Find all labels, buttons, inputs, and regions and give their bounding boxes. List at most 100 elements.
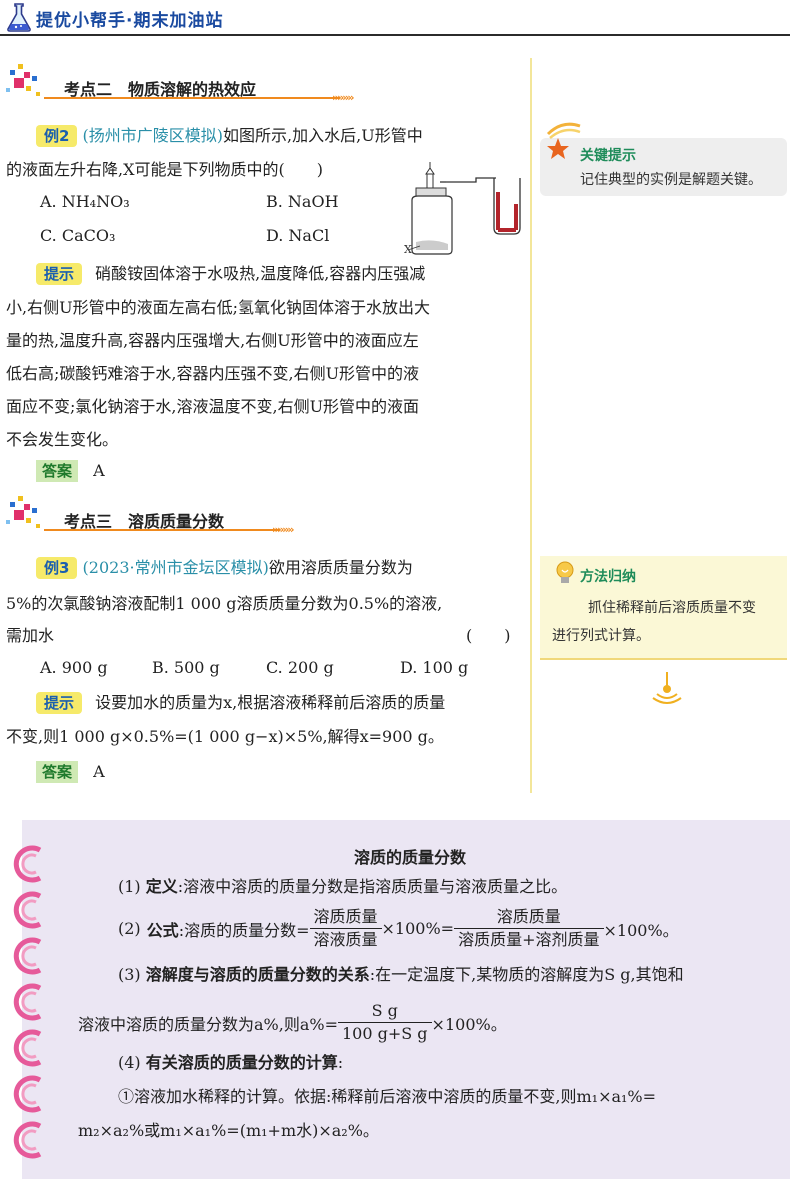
- key-hint-box: 关键提示 记住典型的实例是解题关键。: [540, 122, 787, 196]
- header-divider: [0, 34, 790, 36]
- summary-item1: (1) 定义:溶液中溶质的质量分数是指溶质质量与溶液质量之比。: [118, 874, 567, 900]
- summary-item2-num: (2): [118, 919, 141, 938]
- example2-stem-part2: 的液面左升右降,X可能是下列物质中的( ): [6, 160, 323, 179]
- example3-stem-part3: 需加水: [6, 626, 55, 645]
- figure-x-label: X: [404, 243, 412, 256]
- formula-fraction-2-num: 溶质质量: [454, 906, 604, 929]
- section2-title: 考点二 物质溶解的热效应: [64, 80, 257, 99]
- column-divider: [530, 58, 532, 793]
- pixel-deco-icon: [4, 496, 44, 534]
- summary-item3-suffix: ×100%。: [431, 1014, 507, 1034]
- example3-tag: 例3: [36, 557, 78, 579]
- binder-ring-icon: [6, 1026, 52, 1070]
- summary-item1-text: :溶液中溶质的质量分数是指溶质质量与溶液质量之比。: [177, 877, 568, 896]
- summary-item4-num: (4): [118, 1053, 141, 1072]
- method-box: 方法归纳 抓住稀释前后溶质质量不变 进行列式计算。: [540, 556, 787, 660]
- star-icon: [542, 120, 582, 160]
- section2-underline: [44, 97, 340, 99]
- hint3-text-2: 不变,则1 000 g×0.5%=(1 000 g−x)×5%,解得x=900 …: [6, 727, 444, 746]
- lightbulb-icon: [554, 560, 576, 586]
- header-title: 提优小帮手·期末加油站: [36, 11, 224, 31]
- summary-item1-label: 定义: [145, 877, 178, 896]
- pixel-deco-icon: [4, 64, 44, 102]
- example3-answer-paren: ( ): [466, 626, 511, 645]
- signal-deco-icon: [650, 672, 684, 706]
- formula-fraction-1-num: 溶质质量: [309, 906, 382, 929]
- formula-fraction-3-den: 100 g+S g: [341, 1024, 428, 1043]
- example3-hint-tag: 提示: [36, 692, 83, 714]
- example2-line1: 例2 (扬州市广陵区模拟)如图所示,加入水后,U形管中: [36, 120, 423, 151]
- formula-fraction-1: 溶质质量溶液质量: [309, 906, 382, 951]
- flask-icon: [6, 2, 32, 32]
- summary-item4-line2: m₂×a₂%或m₁×a₁%=(m₁+m水)×a₂%。: [78, 1121, 379, 1140]
- formula-fraction-2: 溶质质量溶质质量+溶剂质量: [454, 906, 604, 951]
- hint2-text-1: 小,右侧U形管中的液面左高右低;氢氧化钠固体溶于水放出大: [6, 298, 430, 317]
- summary-title: 溶质的质量分数: [354, 848, 467, 867]
- binder-ring-icon: [6, 888, 52, 932]
- u-tube-apparatus-figure: X: [396, 158, 530, 258]
- summary-item2-label: 公式: [146, 920, 179, 940]
- section3-arrows: »»»»: [272, 523, 294, 536]
- example3-option-c[interactable]: C. 200 g: [266, 658, 334, 677]
- example2-option-c[interactable]: C. CaCO₃: [40, 226, 116, 245]
- summary-item4-heading: (4) 有关溶质的质量分数的计算:: [118, 1050, 343, 1076]
- hint3-text-1: 设要加水的质量为x,根据溶液稀释前后溶质的质量: [95, 693, 446, 712]
- method-text-2: 进行列式计算。: [552, 628, 650, 644]
- summary-item4-label: 有关溶质的质量分数的计算: [145, 1053, 338, 1072]
- formula-fraction-1-den: 溶液质量: [313, 930, 378, 949]
- summary-item1-num: (1): [118, 877, 141, 896]
- hint2-text-5: 不会发生变化。: [6, 430, 119, 449]
- example3-answer-value: A: [93, 762, 105, 781]
- summary-item3-label: 溶解度与溶质的质量分数的关系: [145, 965, 370, 984]
- summary-item4-line1: ①溶液加水稀释的计算。依据:稀释前后溶液中溶质的质量不变,则m₁×a₁%=: [118, 1087, 657, 1106]
- example2-stem-part1: 如图所示,加入水后,U形管中: [223, 126, 423, 145]
- summary-item4-colon: :: [337, 1053, 344, 1072]
- section3-title: 考点三 溶质质量分数: [64, 512, 225, 531]
- key-hint-text: 记住典型的实例是解题关键。: [580, 172, 762, 188]
- summary-box: [22, 820, 790, 1179]
- example2-answer-tag: 答案: [36, 460, 79, 482]
- example3-answer: 答案 A: [36, 756, 105, 787]
- binder-ring-icon: [6, 842, 52, 886]
- example2-hint-tag: 提示: [36, 263, 83, 285]
- summary-item2-suffix: ×100%。: [603, 920, 679, 940]
- example3-line1: 例3 (2023·常州市金坛区模拟)欲用溶质质量分数为: [36, 552, 413, 583]
- example3-source: (2023·常州市金坛区模拟): [82, 558, 269, 577]
- summary-item3-line2-prefix: 溶液中溶质的质量分数为a%,则a%=: [78, 1014, 338, 1034]
- section2-arrows: »»»»: [332, 91, 354, 104]
- summary-item3-line1: (3) 溶解度与溶质的质量分数的关系:在一定温度下,某物质的溶解度为S g,其饱…: [118, 962, 684, 988]
- example2-option-b[interactable]: B. NaOH: [266, 192, 339, 211]
- hint2-text-2: 量的热,温度升高,容器内压强增大,右侧U形管中的液面应左: [6, 331, 419, 350]
- formula-fraction-3-num: S g: [337, 1000, 432, 1023]
- summary-item3-text: :在一定温度下,某物质的溶解度为S g,其饱和: [369, 965, 684, 984]
- example2-answer: 答案 A: [36, 455, 105, 486]
- example2-source: (扬州市广陵区模拟): [82, 126, 224, 145]
- example3-option-a[interactable]: A. 900 g: [40, 658, 108, 677]
- binder-ring-icon: [6, 1072, 52, 1116]
- summary-item3-num: (3): [118, 965, 141, 984]
- example3-option-d[interactable]: D. 100 g: [400, 658, 469, 677]
- method-title: 方法归纳: [580, 569, 636, 585]
- method-text-1: 抓住稀释前后溶质质量不变: [588, 600, 756, 616]
- example2-hint-line1: 提示 硝酸铵固体溶于水吸热,温度降低,容器内压强减: [36, 258, 425, 289]
- example2-tag: 例2: [36, 125, 78, 147]
- example3-option-b[interactable]: B. 500 g: [152, 658, 220, 677]
- key-hint-title: 关键提示: [580, 148, 636, 164]
- example3-stem-part2: 5%的次氯酸钠溶液配制1 000 g溶质质量分数为0.5%的溶液,: [6, 594, 443, 613]
- example2-option-a[interactable]: A. NH₄NO₃: [40, 192, 130, 211]
- summary-item2: (2) 公式:溶质的质量分数= 溶质质量溶液质量 ×100%= 溶质质量溶质质量…: [118, 906, 679, 951]
- example3-answer-tag: 答案: [36, 761, 79, 783]
- binder-ring-icon: [6, 1118, 52, 1162]
- hint2-text-4: 面应不变;氯化钠溶于水,溶液温度不变,右侧U形管中的液面: [6, 397, 420, 416]
- example3-hint-line1: 提示 设要加水的质量为x,根据溶液稀释前后溶质的质量: [36, 687, 445, 718]
- hint2-text-3: 低右高;碳酸钙难溶于水,容器内压强不变,右侧U形管中的液: [6, 364, 420, 383]
- binder-ring-icon: [6, 980, 52, 1024]
- section3-underline: [44, 529, 280, 531]
- example3-stem-part1: 欲用溶质质量分数为: [268, 558, 413, 577]
- summary-item2-mid: ×100%=: [381, 919, 455, 938]
- example2-option-d[interactable]: D. NaCl: [266, 226, 330, 245]
- summary-item2-prefix: :溶质的质量分数=: [178, 920, 310, 940]
- binder-ring-icon: [6, 934, 52, 978]
